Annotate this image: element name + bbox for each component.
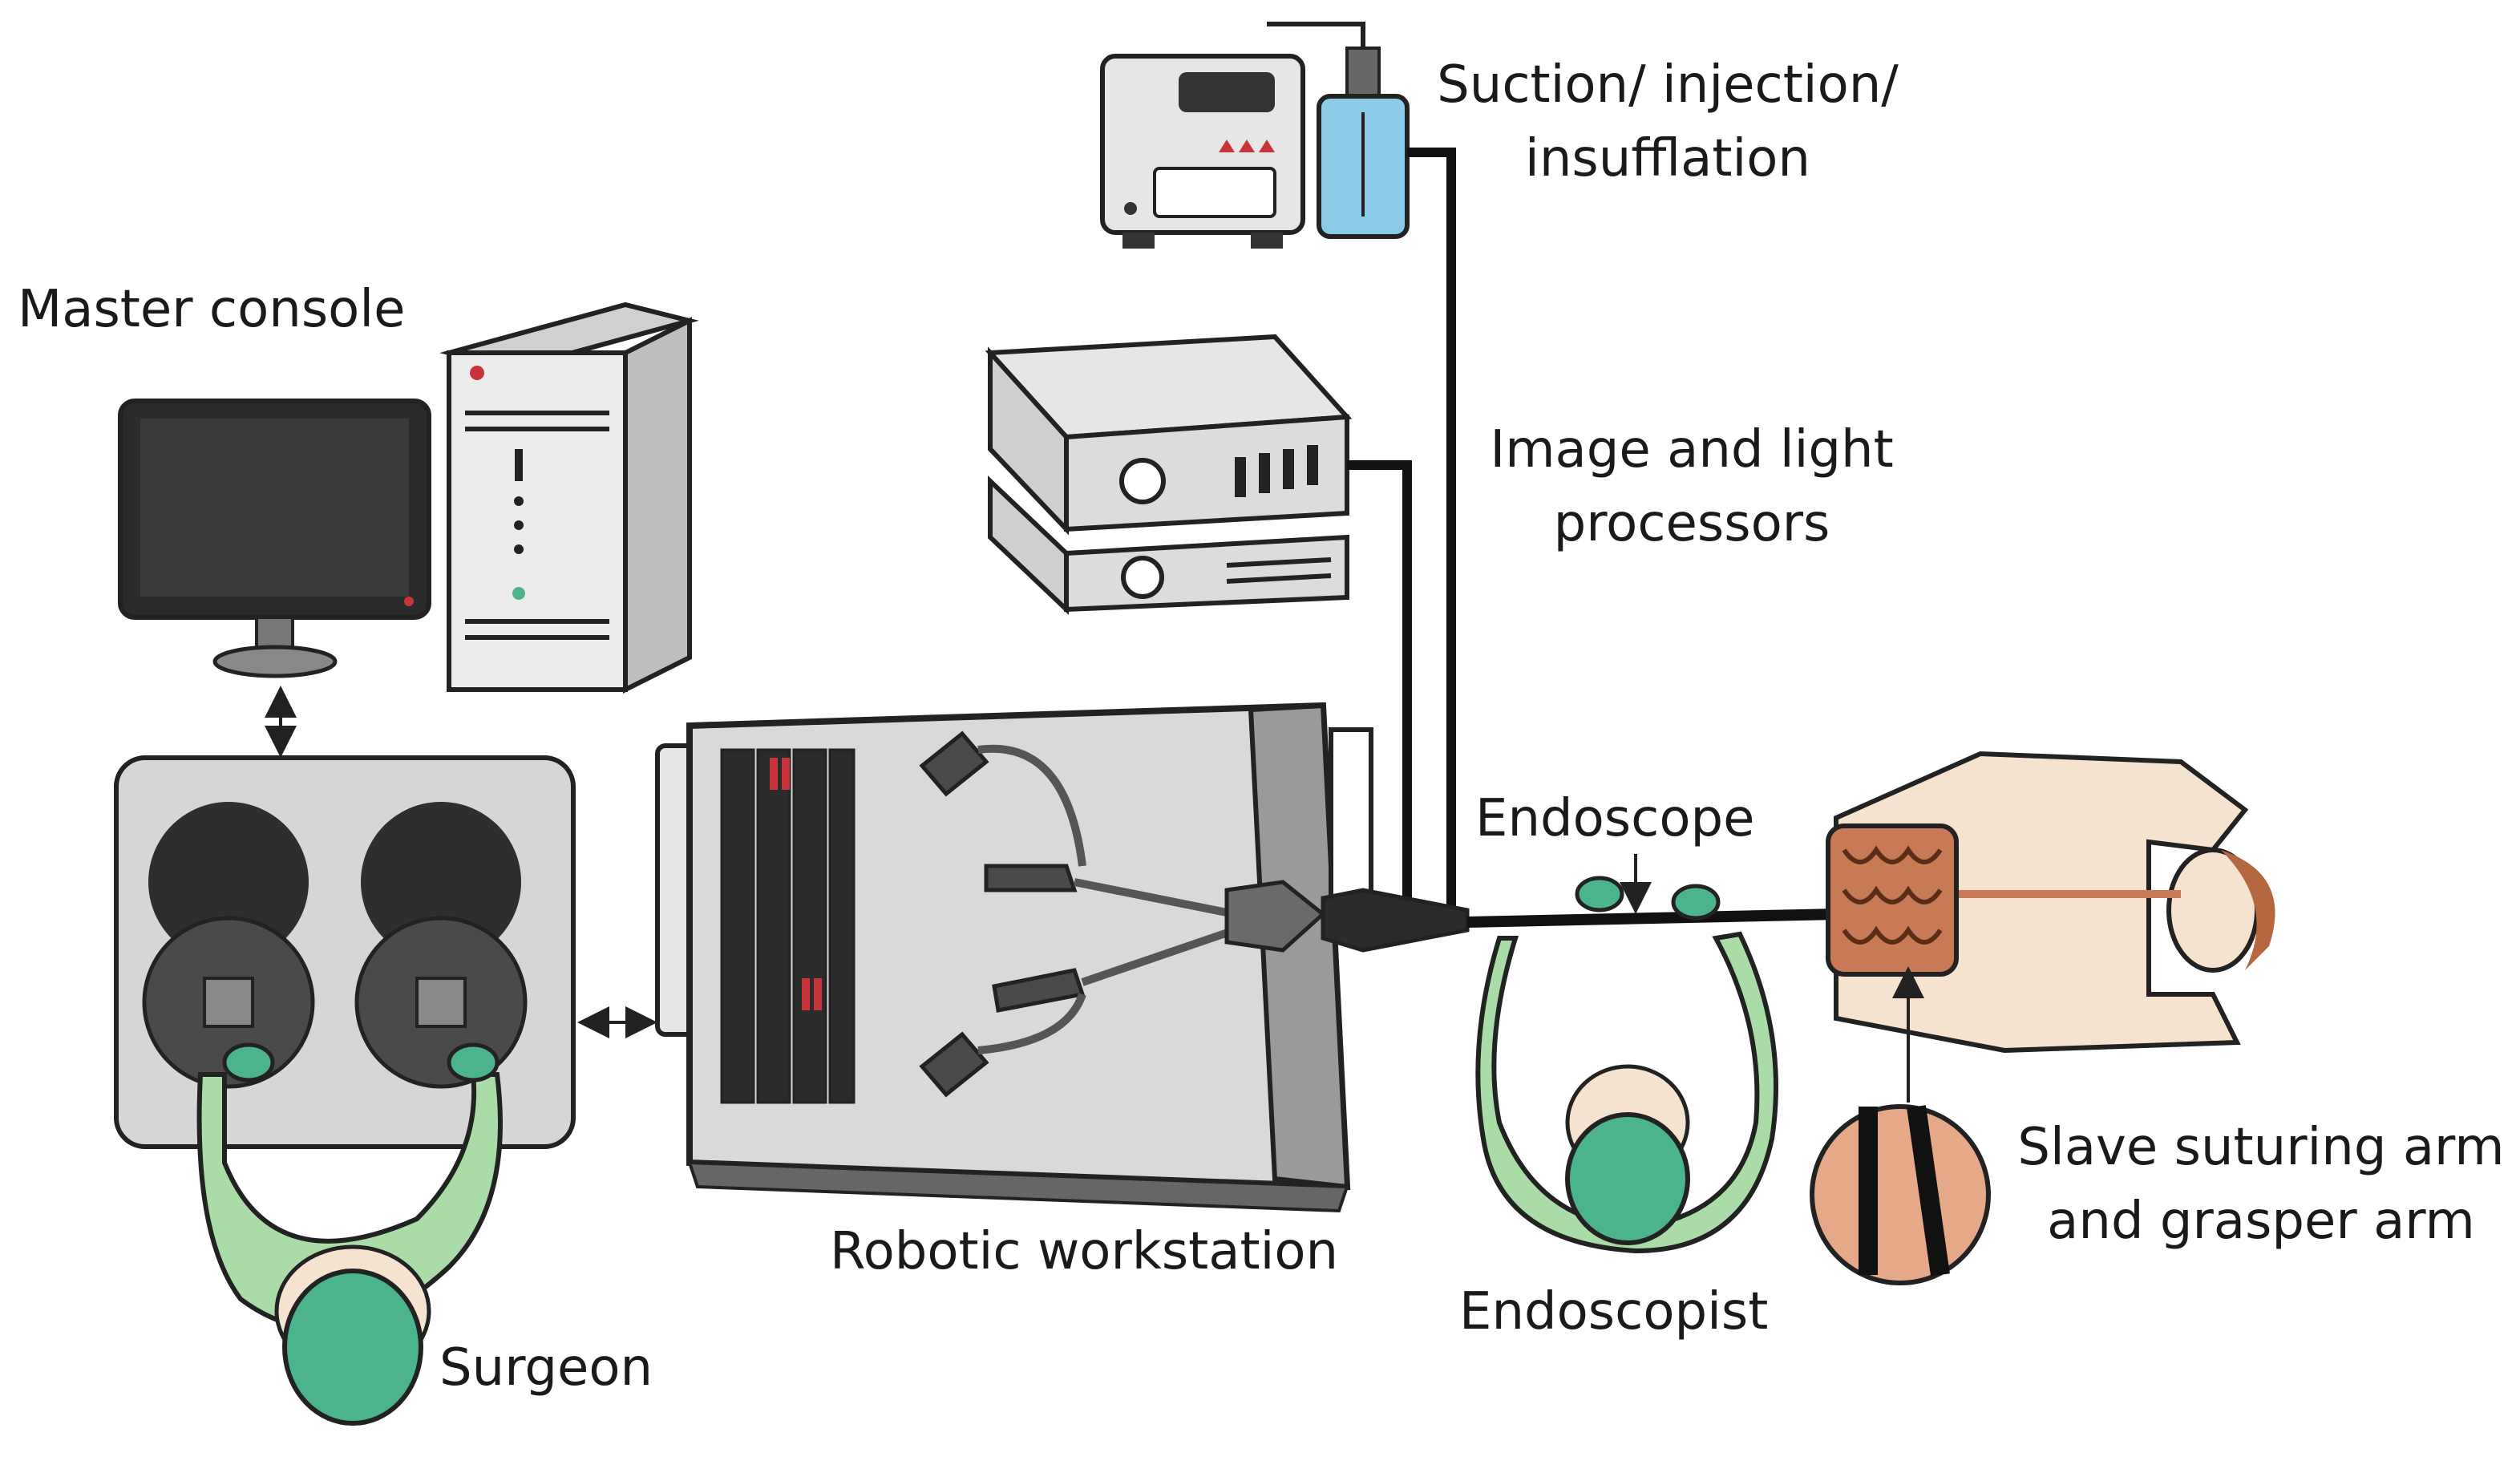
console-pad-icon [114, 755, 576, 1149]
suction-label: Suction/ injection/ insufflation [1437, 55, 1899, 188]
magnifier-inset-icon [1810, 1104, 1991, 1285]
surgeon-label: Surgeon [439, 1338, 653, 1398]
master-console-label: Master console [18, 280, 406, 339]
robotic-workstation-label: Robotic workstation [830, 1222, 1339, 1281]
bottle-icon [1267, 22, 1410, 239]
slave-arm-label: Slave suturing arm and grasper arm [2017, 1118, 2505, 1251]
endoscopist-icon [1475, 876, 1778, 1254]
tower-pc-icon [439, 301, 699, 694]
endoscopist-label: Endoscopist [1459, 1282, 1769, 1341]
endoscope-label: Endoscope [1475, 789, 1755, 848]
robot-workstation-icon [655, 702, 1470, 1213]
suction-pump-icon [1100, 54, 1305, 249]
surgeon-icon [196, 1042, 503, 1426]
image-light-processors-label: Image and light processors [1490, 420, 1894, 553]
monitor-icon [118, 399, 431, 678]
intestine-icon [1826, 824, 1959, 977]
processor-stack-icon [985, 334, 1353, 615]
